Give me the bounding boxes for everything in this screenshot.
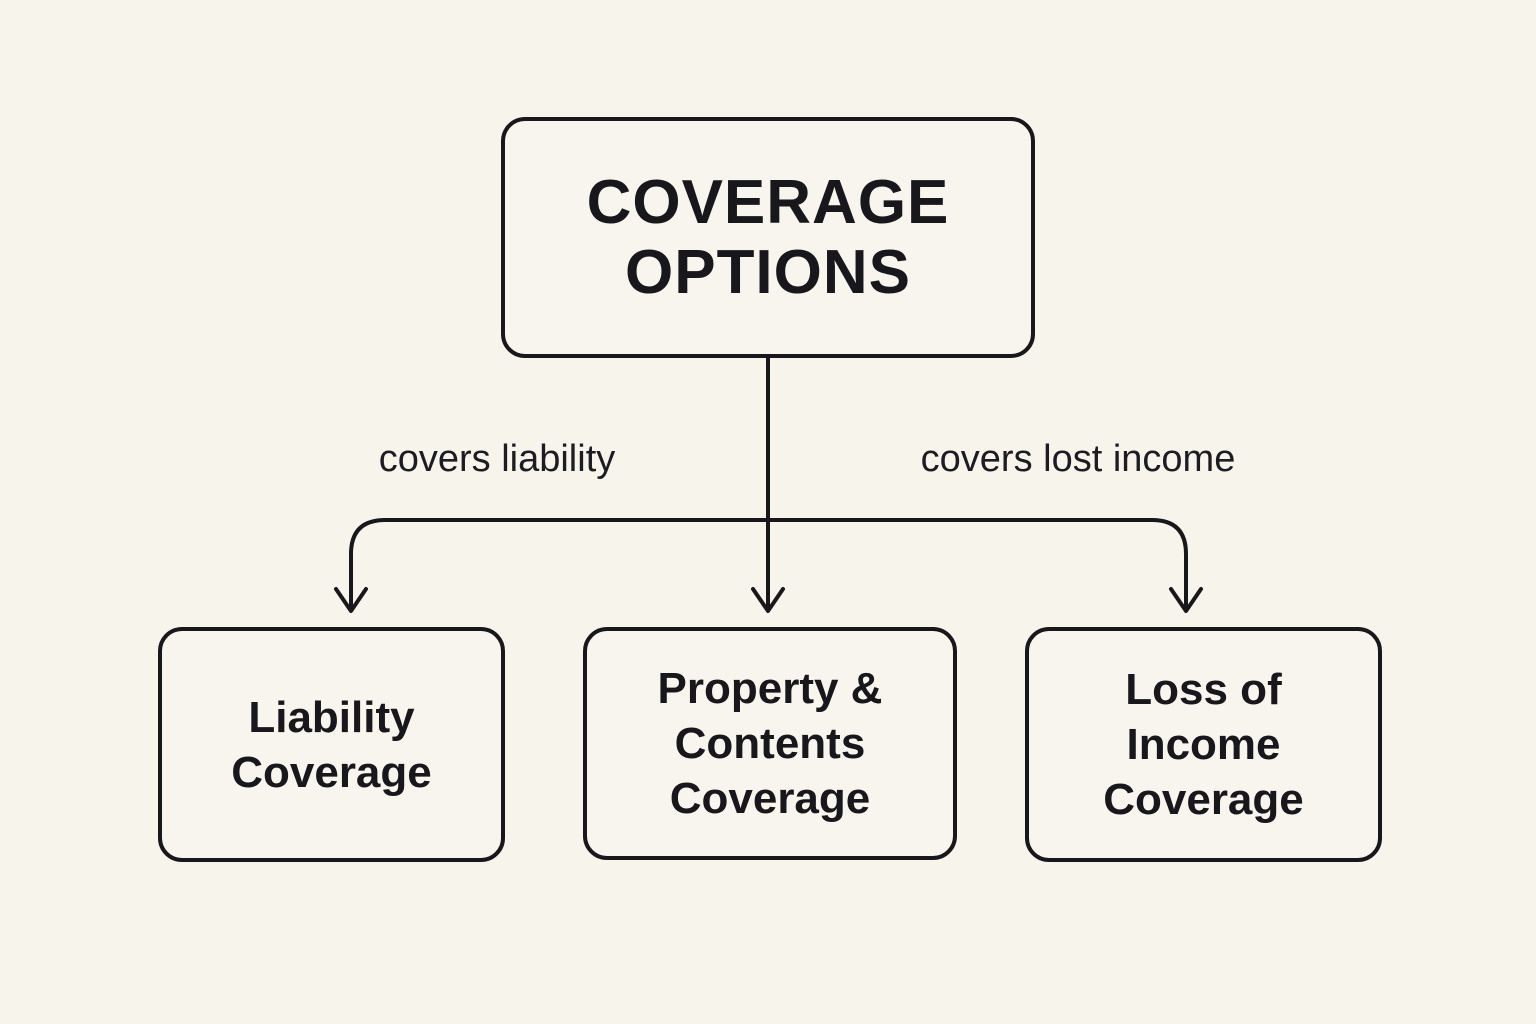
arrowhead-liability-icon [334, 587, 368, 613]
edge-root-to-liability [349, 518, 770, 610]
arrowhead-property-icon [751, 587, 785, 613]
node-liability-coverage-label: Liability Coverage [231, 692, 432, 797]
node-property-contents-coverage: Property & Contents Coverage [583, 627, 957, 860]
edge-label-covers-liability: covers liability [378, 438, 616, 480]
edge-root-to-loss [766, 518, 1188, 610]
node-coverage-options: COVERAGE OPTIONS [501, 117, 1035, 358]
node-loss-of-income-coverage: Loss of Income Coverage [1025, 627, 1382, 862]
node-liability-coverage: Liability Coverage [158, 627, 505, 862]
edge-label-covers-lost-income: covers lost income [920, 438, 1236, 480]
node-property-contents-coverage-label: Property & Contents Coverage [657, 664, 883, 823]
node-loss-of-income-coverage-label: Loss of Income Coverage [1103, 665, 1304, 824]
arrowhead-loss-icon [1169, 587, 1203, 613]
node-coverage-options-label: COVERAGE OPTIONS [586, 168, 950, 307]
